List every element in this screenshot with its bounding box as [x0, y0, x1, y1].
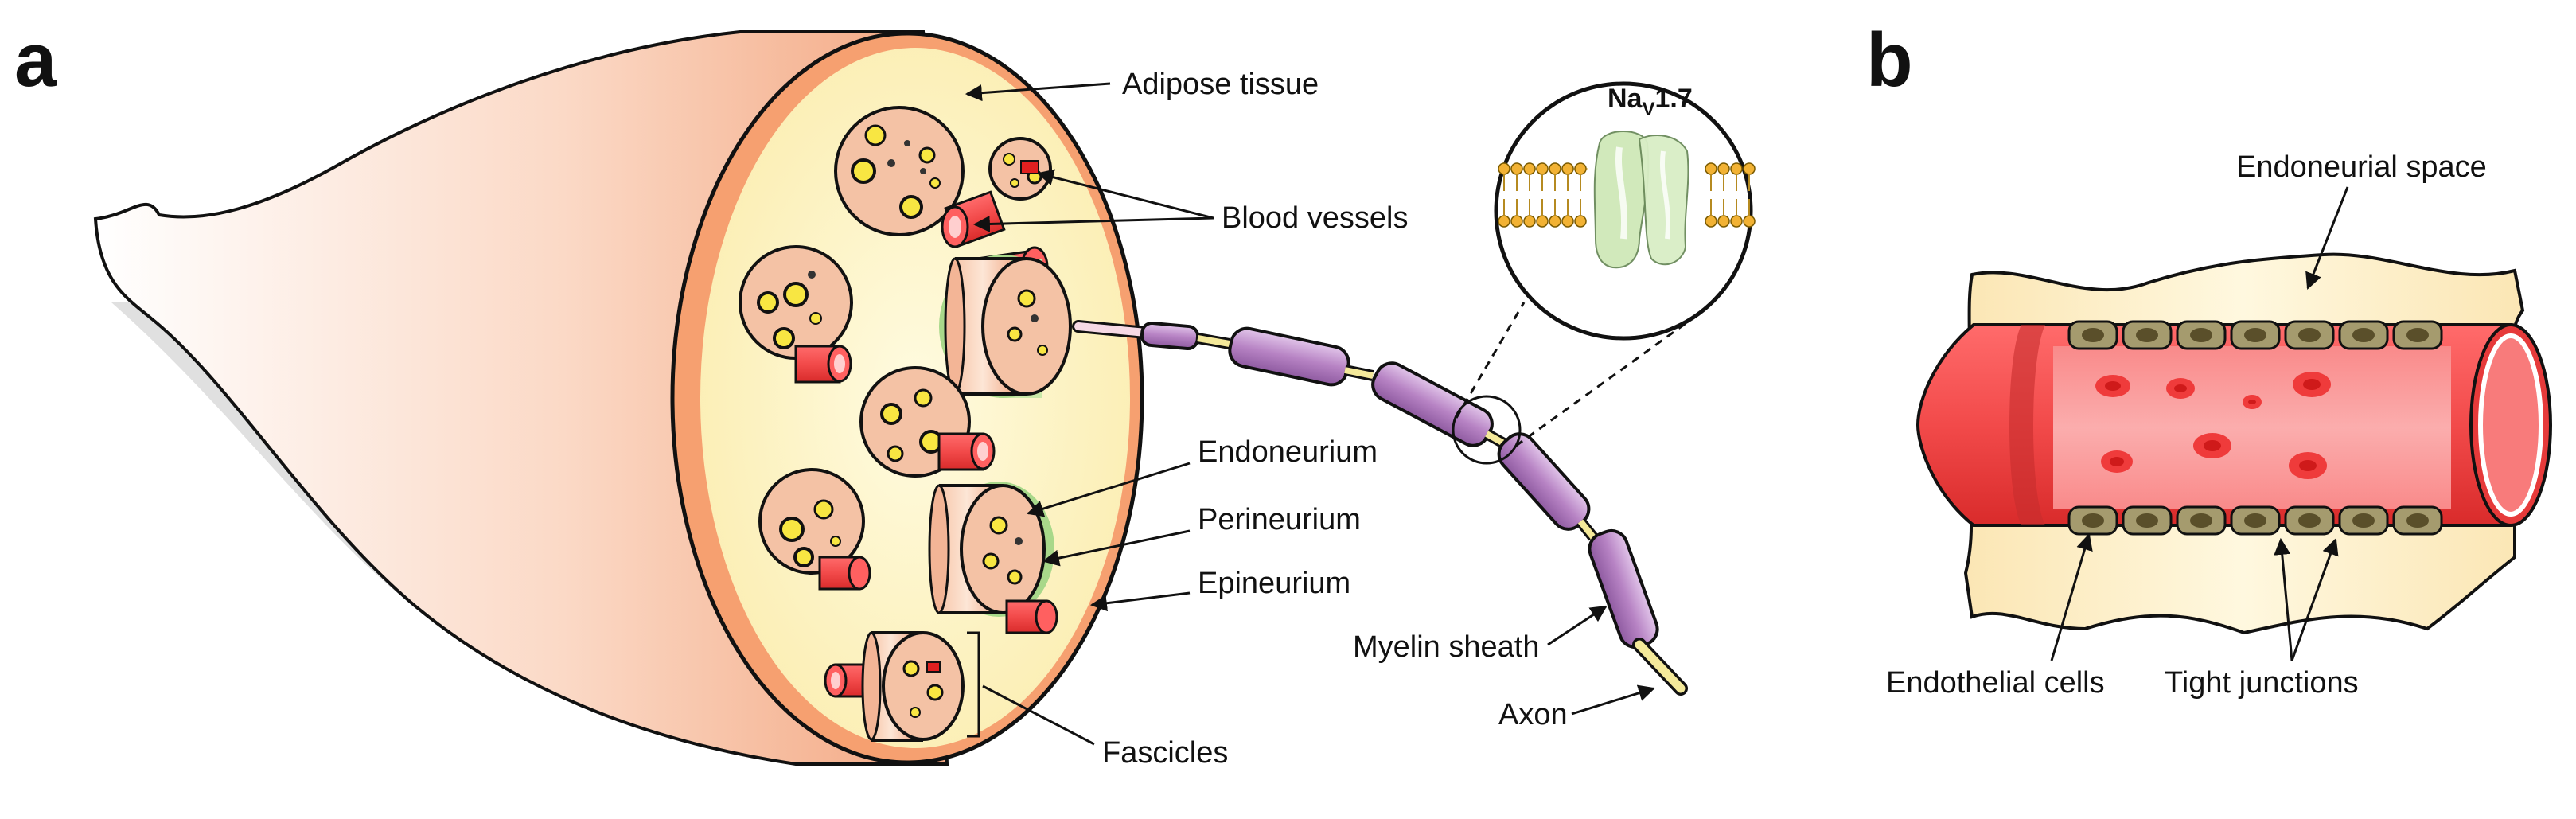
fascicle: [824, 631, 965, 742]
fascicles-bracket: [967, 631, 980, 738]
endothelial-cells-bottom: [2067, 505, 2443, 536]
blood-vessel-diagram: [1915, 252, 2552, 635]
label-perineurium: Perineurium: [1198, 503, 1361, 536]
panel-b-annotations: Endoneurial space Endothelial cells Tigh…: [1886, 150, 2487, 700]
label-myelin-sheath: Myelin sheath: [1353, 630, 1539, 664]
panel-label-b: b: [1866, 18, 1913, 103]
fascicle: [939, 246, 1072, 398]
lipid-bilayer: [1498, 162, 1756, 228]
label-blood-vessels: Blood vessels: [1222, 201, 1408, 235]
panel-label-a: a: [14, 18, 57, 103]
fascicle: [928, 482, 1058, 634]
label-fascicles: Fascicles: [1102, 736, 1228, 770]
nav17-label: NaV1.7: [1608, 84, 1693, 120]
sodium-channel-nav17: [1593, 131, 1689, 269]
nav17-zoom: NaV1.7: [1494, 81, 1756, 341]
label-endoneurial-space: Endoneurial space: [2236, 150, 2487, 184]
vessel-lumen: [2053, 346, 2451, 509]
axon-chain: [1072, 320, 1688, 696]
label-epineurium: Epineurium: [1198, 567, 1350, 600]
red-blood-cells: [2095, 372, 2331, 479]
fascicle: [834, 106, 1006, 248]
endothelial-cells-top: [2067, 320, 2443, 350]
fascicle: [739, 245, 853, 384]
panel-a-annotations: Adipose tissue Blood vessels Endoneurium…: [965, 68, 1656, 770]
fascicle: [988, 137, 1052, 201]
label-endoneurium: Endoneurium: [1198, 435, 1378, 469]
fascicle: [758, 468, 871, 591]
magnify-circle: [1452, 395, 1522, 465]
label-axon: Axon: [1498, 698, 1568, 731]
fascicle: [859, 366, 996, 478]
label-tight-junctions: Tight junctions: [2165, 666, 2359, 700]
label-adipose-tissue: Adipose tissue: [1122, 68, 1319, 101]
fascicles-group: [739, 106, 1072, 742]
label-endothelial-cells: Endothelial cells: [1886, 666, 2105, 700]
